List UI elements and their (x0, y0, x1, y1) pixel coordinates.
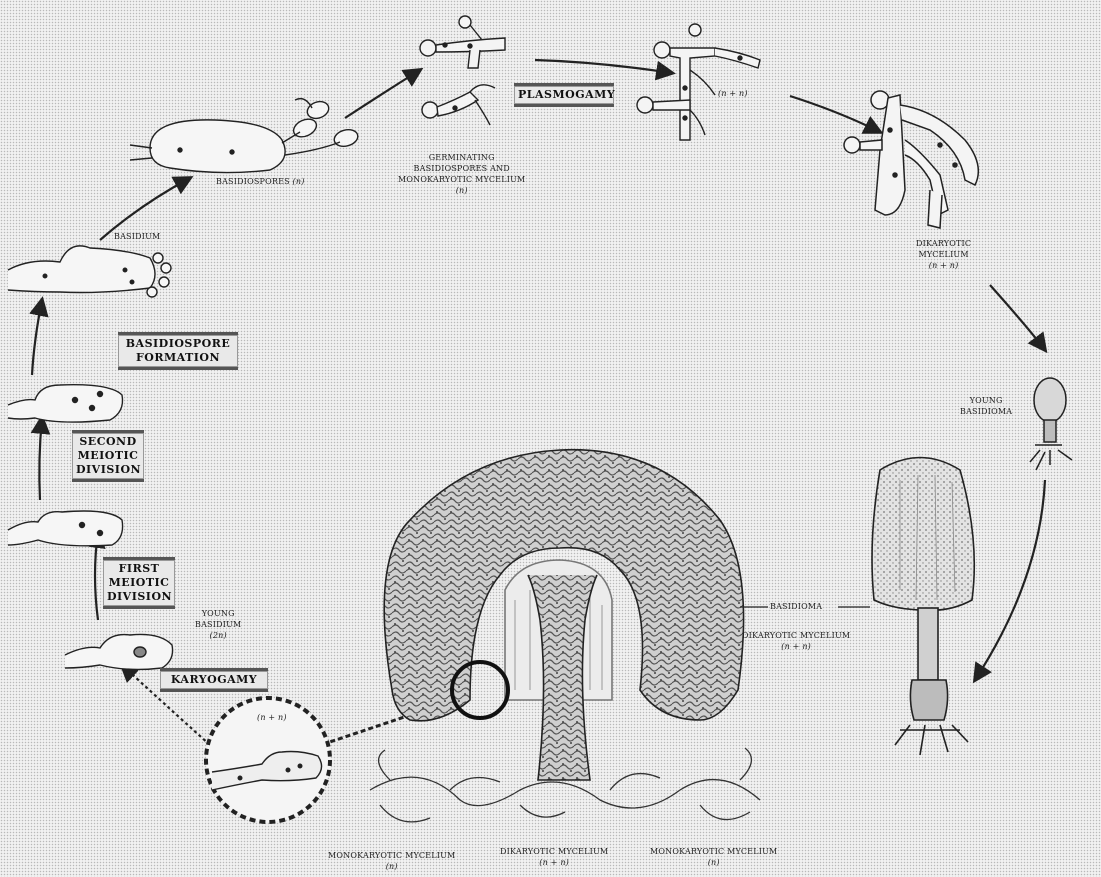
basidiospores-illustration (130, 99, 360, 173)
label-dikaryotic-mycelium-right: DIKARYOTIC MYCELIUM (n + n) (742, 630, 850, 652)
arrow-plasmogamy (535, 60, 672, 73)
label-basidiospores: BASIDIOSPORES (n) (216, 176, 305, 187)
label-young-basidium: YOUNG BASIDIUM (2n) (195, 608, 241, 641)
label-germinating-spores: GERMINATING BASIDIOSPORES AND MONOKARYOT… (398, 152, 525, 196)
label-monokaryotic-mycelium-left: MONOKARYOTIC MYCELIUM (n) (328, 850, 455, 872)
label-dikaryotic-mycelium-bottom: DIKARYOTIC MYCELIUM (n + n) (500, 846, 608, 868)
basidioma-cross-section (384, 450, 743, 780)
plasmogamy-mycelium-illustration (637, 24, 760, 140)
arrow-to-basidioma (975, 480, 1045, 680)
arrow-to-dikaryotic-mycelium (790, 96, 880, 132)
arrow-to-young-basidioma (990, 285, 1045, 350)
arrow-to-germinating (345, 70, 420, 118)
stage-plasmogamy: PLASMOGAMY (514, 83, 614, 107)
stage-karyogamy: KARYOGAMY (160, 668, 268, 692)
label-basidioma: BASIDIOMA (770, 601, 822, 612)
germinating-spores-illustration (420, 16, 505, 125)
dikaryotic-mycelium-illustration (844, 91, 978, 228)
young-basidioma-illustration (1030, 378, 1072, 470)
label-monokaryotic-mycelium-right: MONOKARYOTIC MYCELIUM (n) (650, 846, 777, 868)
stage-second-meiotic-division: SECOND MEIOTIC DIVISION (72, 430, 144, 482)
label-young-basidioma: YOUNG BASIDIOMA (960, 395, 1012, 417)
label-basidium: BASIDIUM (114, 231, 160, 242)
arrow-to-second-division (39, 418, 42, 500)
stage-first-meiotic-division: FIRST MEIOTIC DIVISION (103, 557, 175, 609)
label-dikaryotic-mycelium-top: DIKARYOTIC MYCELIUM (n + n) (916, 238, 971, 271)
stage-basidiospore-formation: BASIDIOSPORE FORMATION (118, 332, 238, 370)
arrow-to-basidiospore-formation (32, 300, 42, 375)
label-plasmogamy-ploidy: (n + n) (718, 88, 748, 99)
basidioma-illustration (872, 458, 974, 756)
label-inset-ploidy: (n + n) (257, 712, 287, 723)
